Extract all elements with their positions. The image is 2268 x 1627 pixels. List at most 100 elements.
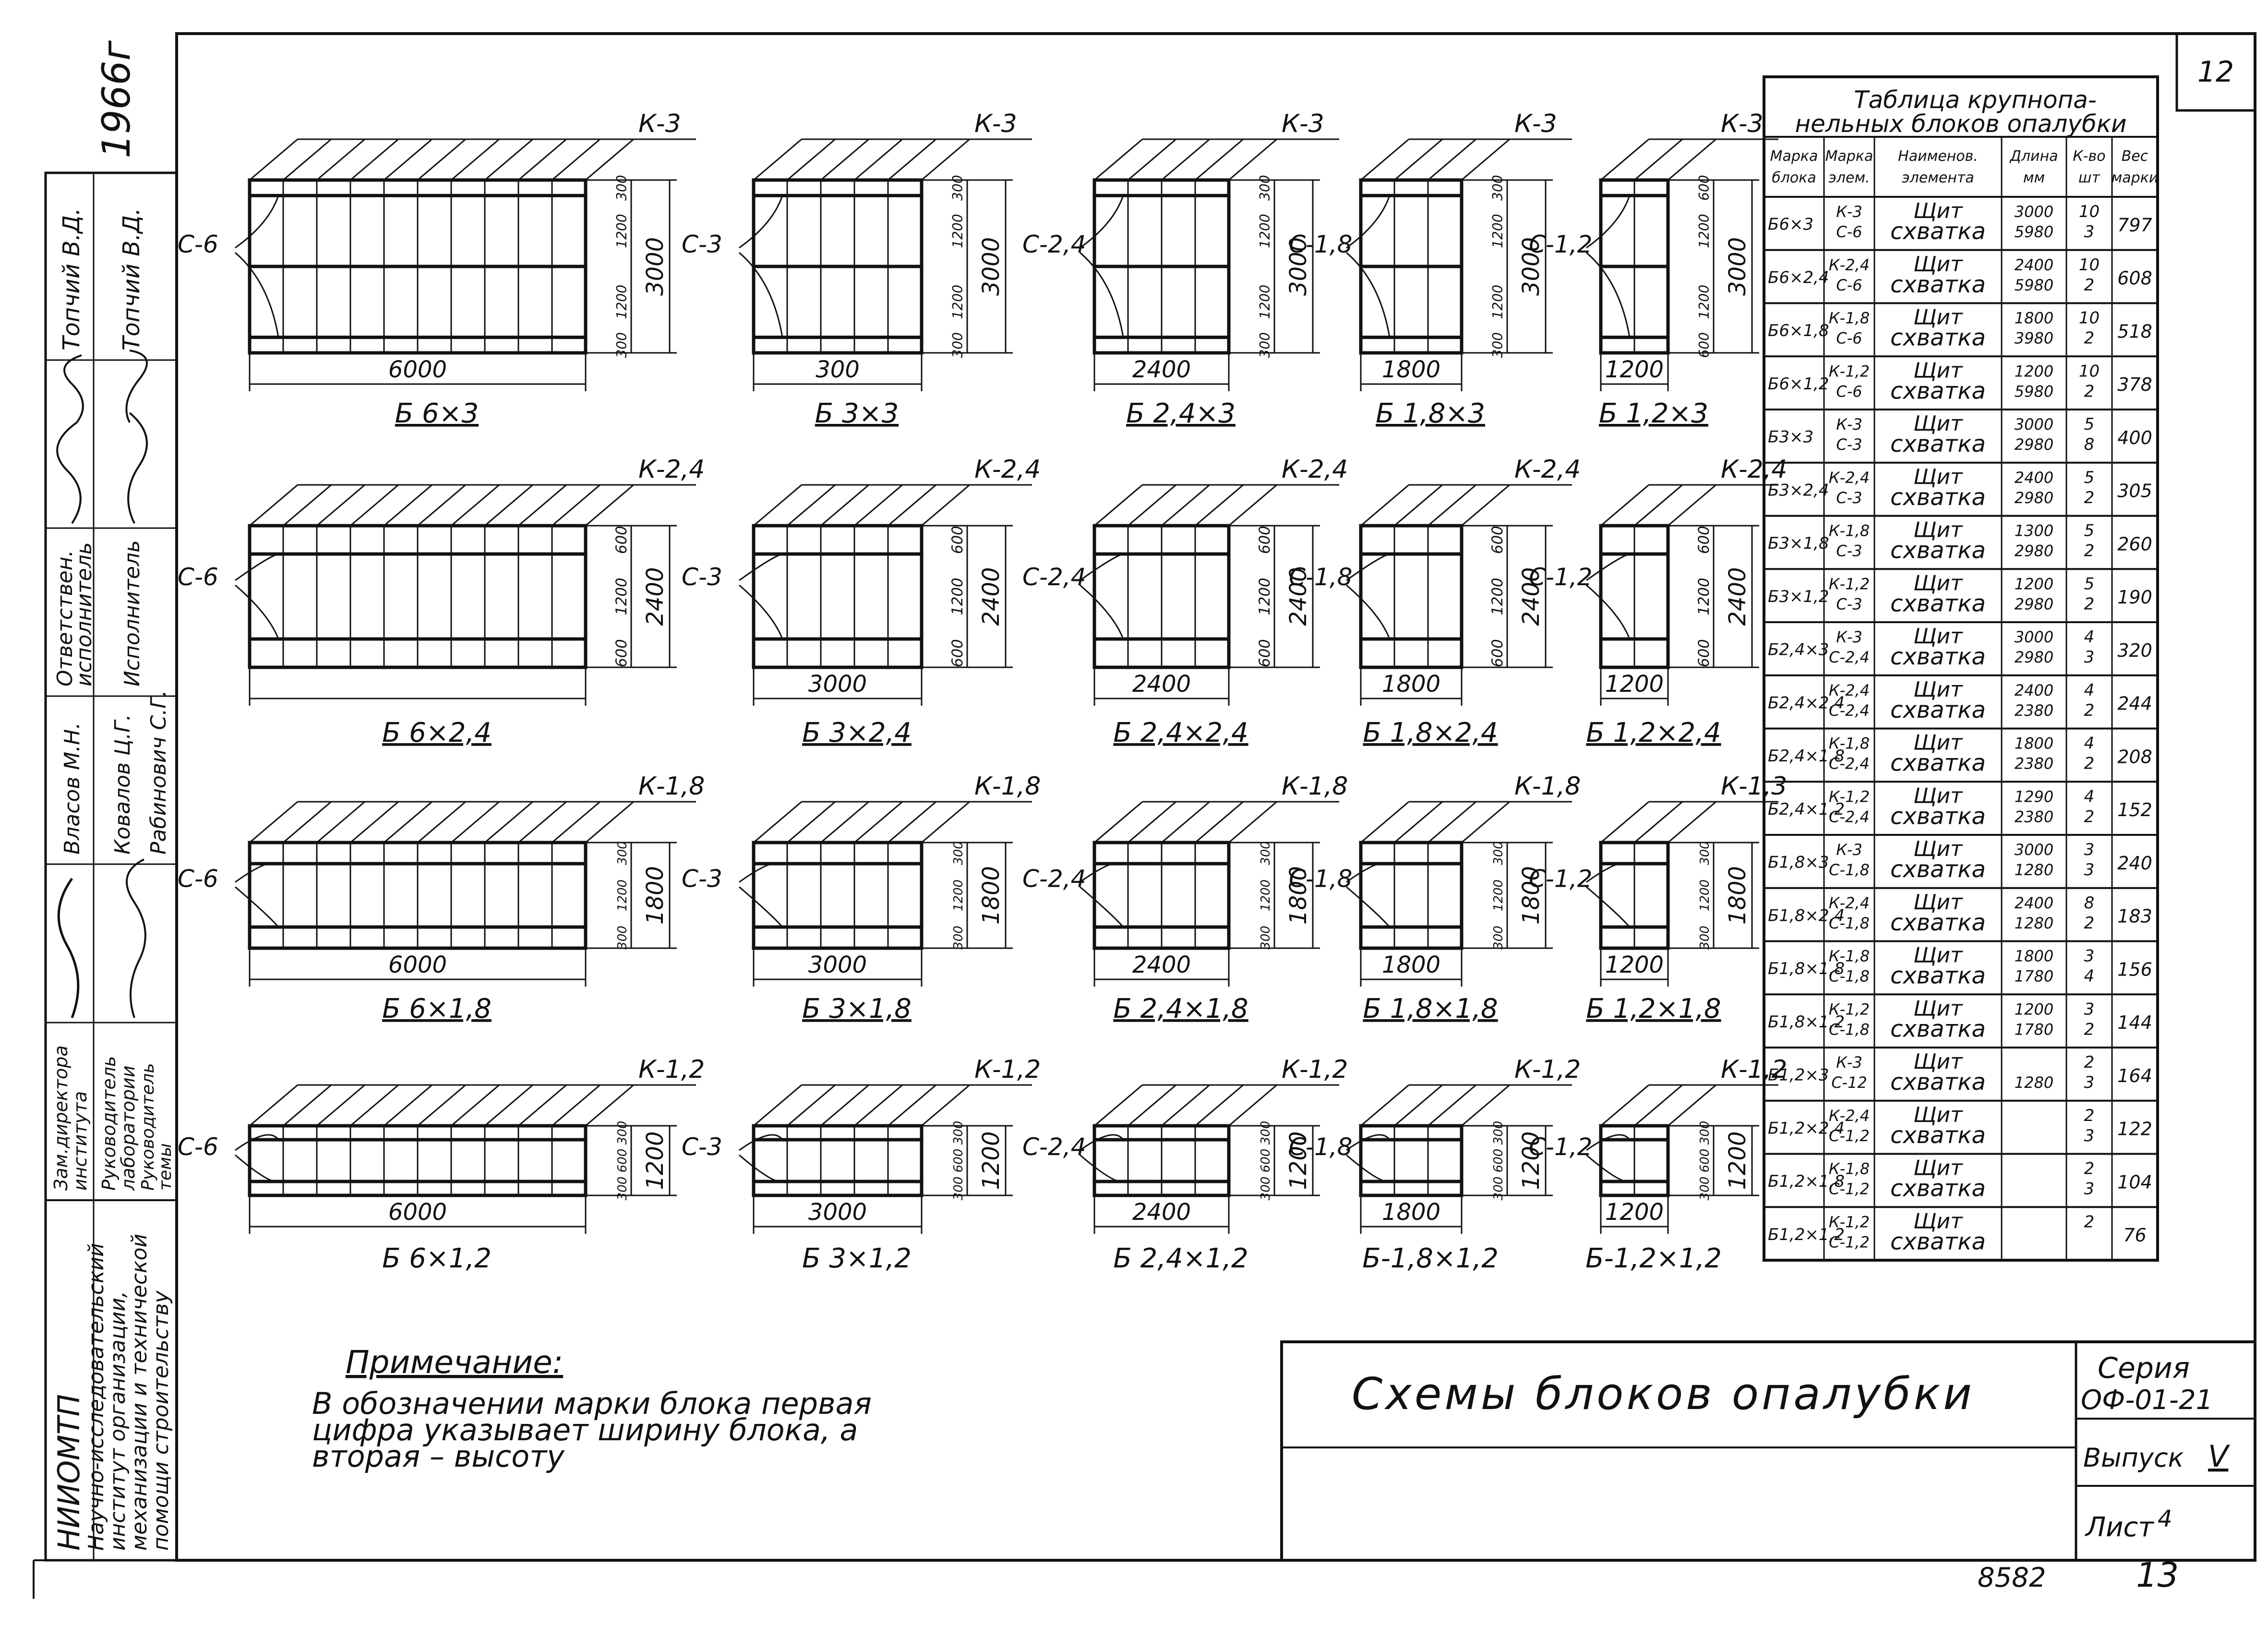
element-name: схватка bbox=[1890, 750, 1986, 777]
block-mark: Б1,2×3 bbox=[1768, 1066, 1829, 1085]
element-name: схватка bbox=[1890, 325, 1986, 351]
element-count: 3 bbox=[2084, 840, 2095, 859]
block-name: Б 1,8×2,4 bbox=[1363, 717, 1498, 748]
element-mark: К-1,8 bbox=[1829, 309, 1870, 327]
role-title: лаборатории bbox=[118, 1065, 139, 1191]
element-mark: К-2,4 bbox=[1829, 469, 1870, 487]
panel-mark: К-3 bbox=[1282, 109, 1324, 138]
hatch-line bbox=[1600, 801, 1649, 844]
height-dimension: 1200 bbox=[978, 1131, 1005, 1190]
waler-leader bbox=[1586, 252, 1631, 337]
width-dimension: 1200 bbox=[1605, 952, 1664, 978]
part-dimension: 300 bbox=[951, 926, 966, 950]
element-length: 1200 bbox=[2015, 1000, 2053, 1018]
element-name: схватка bbox=[1890, 803, 1986, 830]
waler-leader bbox=[235, 1134, 279, 1151]
hatch-line bbox=[283, 1084, 332, 1127]
waler-mark: С-1,8 bbox=[1289, 563, 1352, 591]
hatch-line bbox=[1161, 801, 1210, 844]
element-name: схватка bbox=[1890, 1228, 1986, 1255]
element-mark: С-1,2 bbox=[1829, 1180, 1870, 1198]
element-mark: К-1,8 bbox=[1829, 947, 1870, 965]
table-frame bbox=[1763, 75, 2159, 1262]
hatch-line bbox=[1360, 801, 1409, 844]
waler-leader bbox=[235, 886, 279, 928]
table-header: К-во bbox=[2073, 148, 2105, 165]
element-count: 3 bbox=[2084, 860, 2095, 880]
waler-leader bbox=[739, 553, 783, 581]
waler-leader bbox=[739, 1154, 783, 1182]
sheet-label: Лист bbox=[2085, 1512, 2154, 1543]
mark-weight: 378 bbox=[2117, 374, 2152, 395]
hatch-line bbox=[417, 138, 466, 181]
panel-mark: К-2,4 bbox=[974, 455, 1041, 484]
element-name: Щит bbox=[1913, 837, 1963, 861]
block-outline bbox=[752, 524, 924, 669]
person-name: Топчий В.Д. bbox=[58, 208, 85, 350]
hatch-line bbox=[518, 801, 567, 844]
part-dimension: 1200 bbox=[1698, 880, 1712, 911]
signature bbox=[127, 412, 148, 524]
part-dimension: 300 bbox=[1698, 841, 1712, 865]
waler-mark: С-3 bbox=[682, 865, 722, 892]
institute-line: НИИОМТП bbox=[51, 1394, 86, 1551]
element-length: 2380 bbox=[2015, 701, 2053, 720]
waler-mark: С-1,2 bbox=[1529, 1133, 1592, 1161]
height-dimension: 1800 bbox=[1518, 866, 1545, 925]
block-name: Б-1,8×1,2 bbox=[1362, 1243, 1499, 1274]
element-count: 3 bbox=[2084, 648, 2095, 667]
block-mark: Б6×1,8 bbox=[1768, 321, 1829, 340]
element-length: 3000 bbox=[2015, 415, 2053, 434]
element-count: 2 bbox=[2084, 1106, 2095, 1125]
panel-mark: К-3 bbox=[974, 109, 1017, 138]
panel-mark: К-1,2 bbox=[974, 1055, 1041, 1084]
block-mark: Б3×1,8 bbox=[1768, 534, 1829, 553]
hatch-line bbox=[451, 484, 500, 527]
element-name: схватка bbox=[1890, 271, 1986, 298]
hatch-line bbox=[484, 1084, 533, 1127]
block-name: Б 3×1,2 bbox=[802, 1243, 912, 1274]
waler-leader bbox=[1586, 195, 1631, 249]
hatch-line bbox=[585, 138, 634, 181]
role-title: Исполнитель bbox=[120, 540, 144, 687]
hatch-line bbox=[1394, 484, 1443, 527]
element-mark: К-2,4 bbox=[1829, 681, 1870, 699]
element-mark: К-3 bbox=[1836, 628, 1862, 646]
element-count: 4 bbox=[2084, 967, 2095, 986]
height-dimension: 2400 bbox=[642, 567, 669, 626]
hatch-line bbox=[854, 484, 903, 527]
mark-weight: 104 bbox=[2117, 1171, 2152, 1193]
element-count: 10 bbox=[2079, 202, 2100, 221]
block-name: Б 1,8×1,8 bbox=[1363, 993, 1498, 1024]
hatch-line bbox=[820, 1084, 869, 1127]
hatch-line bbox=[1600, 138, 1649, 181]
mark-weight: 260 bbox=[2117, 533, 2152, 554]
element-mark: С-12 bbox=[1831, 1073, 1867, 1092]
waler-leader bbox=[1586, 584, 1631, 639]
waler-mark: С-1,2 bbox=[1529, 230, 1592, 258]
element-length: 1290 bbox=[2015, 787, 2053, 806]
table-header: блока bbox=[1772, 169, 1816, 186]
waler-mark: С-6 bbox=[178, 563, 218, 591]
role-title: Зам.директора bbox=[50, 1045, 72, 1191]
element-count: 2 bbox=[2084, 542, 2095, 561]
panel-mark: К-1,8 bbox=[638, 772, 705, 801]
waler-leader bbox=[1586, 886, 1631, 928]
element-name: схватка bbox=[1890, 377, 1986, 404]
role-title: темы bbox=[156, 1143, 175, 1191]
element-name: Щит bbox=[1913, 943, 1963, 968]
element-name: Щит bbox=[1913, 731, 1963, 755]
part-dimension: 300 bbox=[1491, 926, 1506, 950]
width-dimension: 1800 bbox=[1382, 671, 1440, 698]
waler-leader bbox=[739, 252, 783, 337]
element-length: 3000 bbox=[2015, 203, 2053, 221]
element-mark: С-2,4 bbox=[1829, 755, 1870, 773]
waler-leader bbox=[1080, 252, 1124, 337]
